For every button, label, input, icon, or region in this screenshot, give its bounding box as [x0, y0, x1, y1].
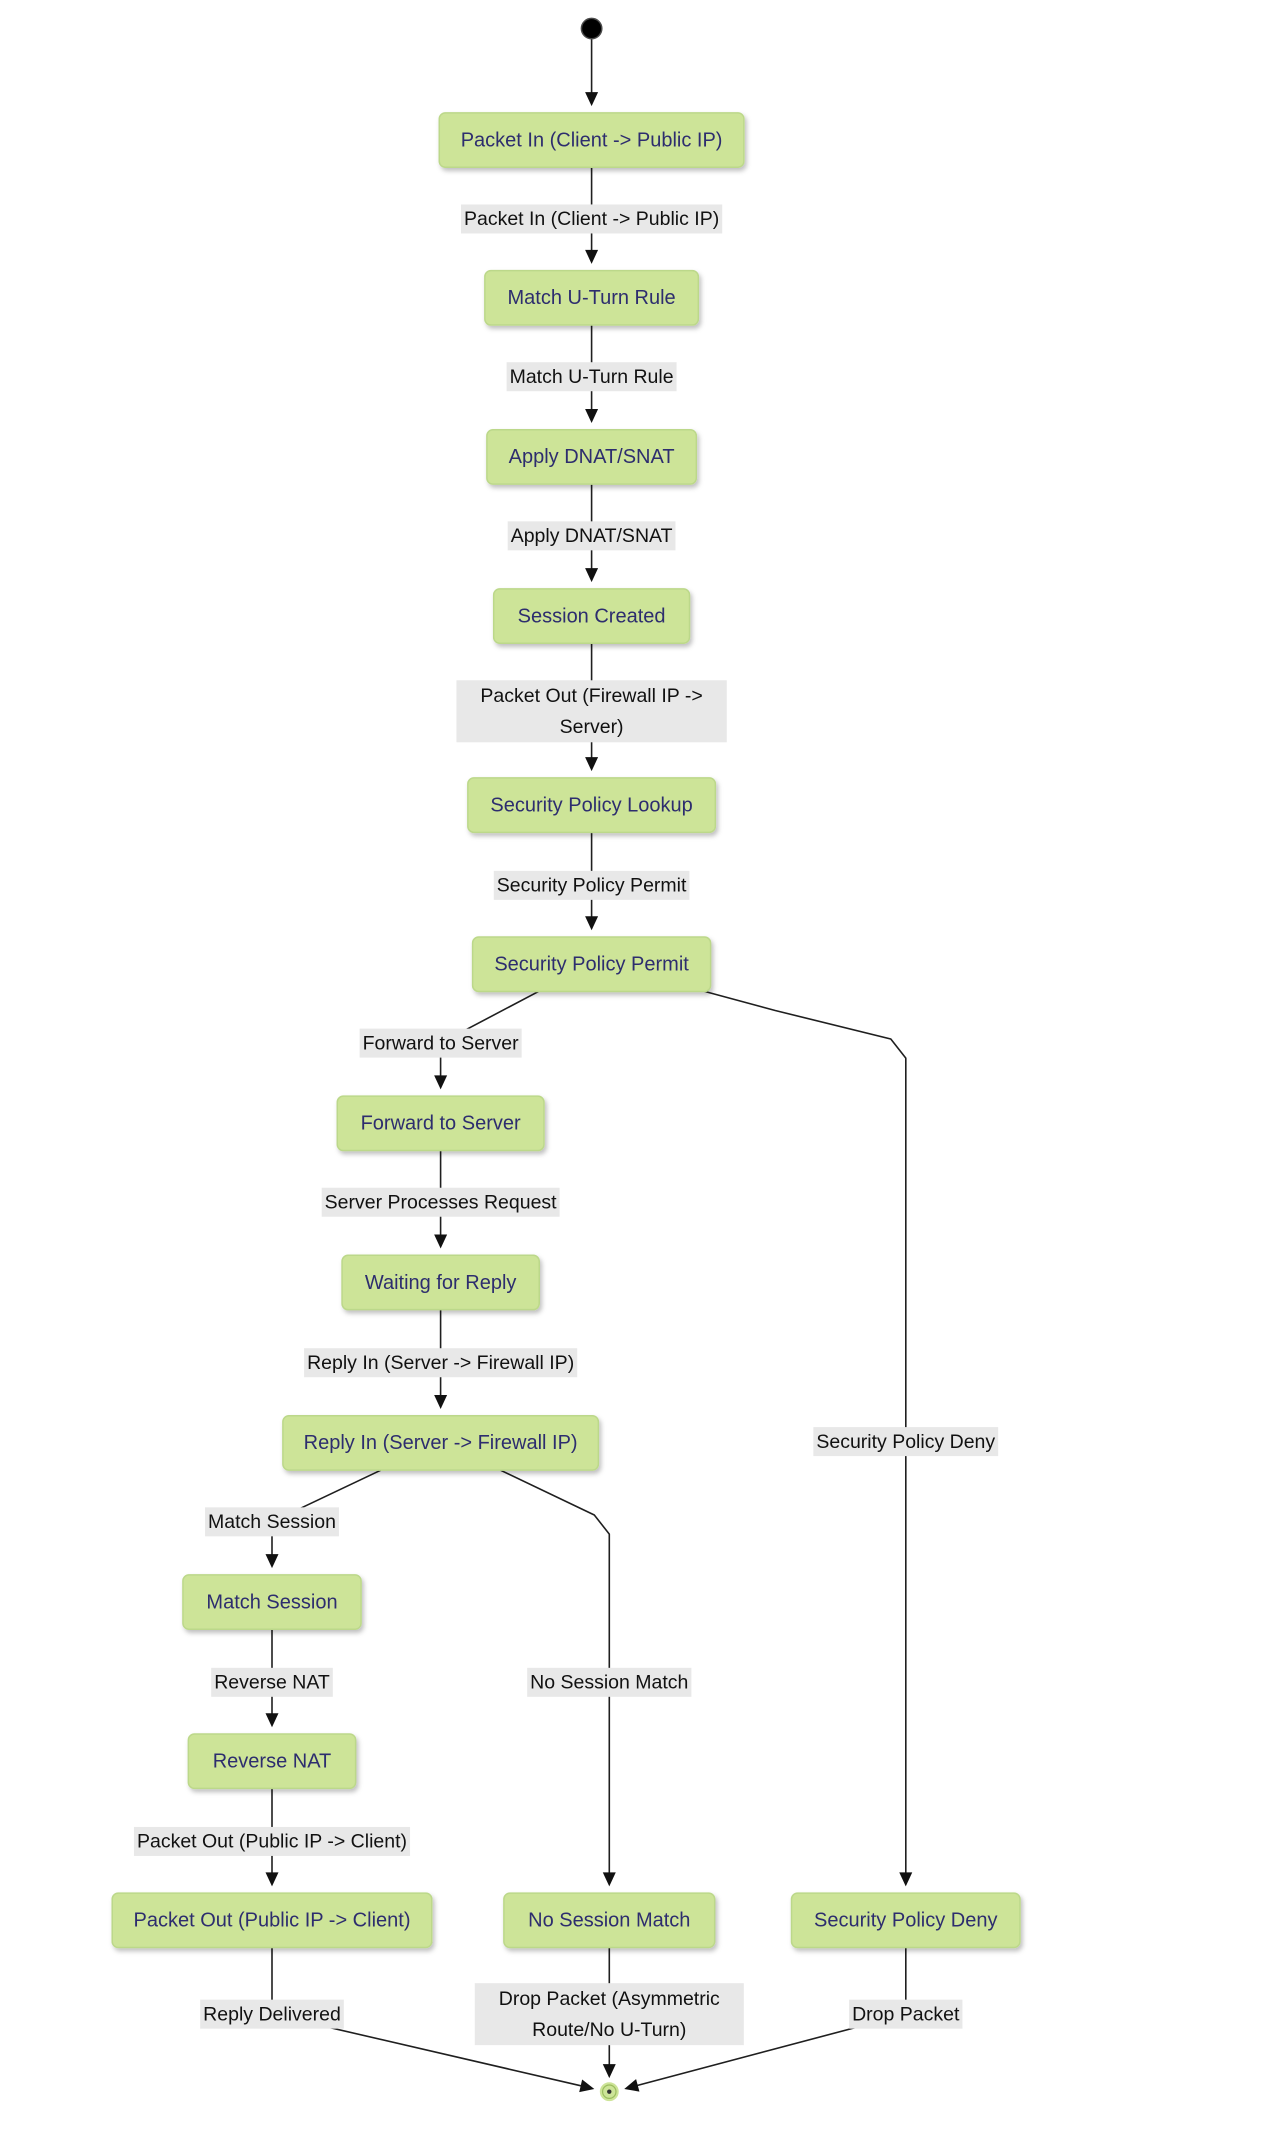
- state-label: Apply DNAT/SNAT: [509, 446, 675, 468]
- transition-label: No Session Match: [527, 1667, 692, 1697]
- state-policy-permit: Security Policy Permit: [471, 936, 712, 993]
- arrow-head-icon: [602, 1872, 616, 1887]
- arrow-head-icon: [265, 1872, 279, 1887]
- transition-label: Packet In (Client -> Public IP): [460, 204, 723, 234]
- arrow-head-icon: [585, 92, 599, 107]
- transition-label-text: Packet Out (Firewall IP ->: [480, 685, 702, 707]
- arrow-head-icon: [899, 1872, 913, 1887]
- transition-label-text: Apply DNAT/SNAT: [511, 525, 673, 547]
- transition-label-text: Forward to Server: [363, 1032, 520, 1054]
- transition-line: [500, 1469, 611, 1877]
- transition-label-text: No Session Match: [530, 1671, 688, 1693]
- arrow-head-icon: [585, 757, 599, 772]
- arrow-head-icon: [434, 1075, 448, 1090]
- state-policy-deny: Security Policy Deny: [790, 1892, 1021, 1949]
- states: Packet In (Client -> Public IP) Match U-T…: [111, 17, 1021, 2103]
- transition-label: Match Session: [205, 1507, 339, 1537]
- transition-label: Security Policy Deny: [813, 1427, 999, 1457]
- transition-label-text: Drop Packet (Asymmetric: [499, 1988, 720, 2010]
- transition-labels: Packet In (Client -> Public IP) Match U-T…: [133, 204, 999, 2046]
- state-no-session: No Session Match: [503, 1892, 716, 1949]
- end-state-icon: [598, 2080, 621, 2103]
- state-packet-in: Packet In (Client -> Public IP): [438, 112, 745, 169]
- transition-label-text: Match U-Turn Rule: [510, 366, 674, 388]
- arrow-head-icon: [585, 408, 599, 423]
- state-label: Forward to Server: [361, 1113, 521, 1135]
- transition-label-text: Reverse NAT: [214, 1671, 330, 1693]
- transition-policy_permit-to-policy_deny: [704, 990, 913, 1887]
- state-match-uturn: Match U-Turn Rule: [484, 269, 700, 326]
- arrow-head-icon: [624, 2079, 640, 2092]
- arrow-head-icon: [585, 568, 599, 583]
- transition-label-text: Match Session: [208, 1511, 336, 1533]
- state-label: Security Policy Deny: [814, 1910, 997, 1932]
- transition-line: [704, 990, 907, 1877]
- arrow-head-icon: [585, 249, 599, 264]
- transition-label-text: Drop Packet: [852, 2003, 960, 2025]
- transition-label: Packet Out (Firewall IP -> Server): [456, 680, 727, 743]
- transition-label: Match U-Turn Rule: [506, 362, 677, 392]
- transition-label: Drop Packet: [849, 1999, 963, 2029]
- start-state-icon: [580, 17, 603, 40]
- state-session-created: Session Created: [492, 588, 691, 645]
- state-label: Security Policy Permit: [494, 954, 689, 976]
- transition-label-text: Server Processes Request: [325, 1191, 558, 1213]
- transition-start-to-packet_in: [585, 39, 599, 107]
- transition-label: Apply DNAT/SNAT: [507, 521, 676, 551]
- state-label: Session Created: [518, 605, 666, 627]
- state-policy-lookup: Security Policy Lookup: [467, 777, 717, 834]
- state-waiting-reply: Waiting for Reply: [341, 1254, 540, 1311]
- transition-label-text: Packet In (Client -> Public IP): [464, 208, 719, 230]
- transition-label-text: Security Policy Deny: [816, 1431, 995, 1453]
- transition-label: Reverse NAT: [211, 1667, 333, 1697]
- transition-label-text: Server): [560, 716, 624, 738]
- transition-label-text: Security Policy Permit: [497, 875, 687, 897]
- state-label: Packet In (Client -> Public IP): [461, 129, 723, 151]
- transitions: [265, 39, 913, 2093]
- arrow-head-icon: [265, 1713, 279, 1728]
- arrow-head-icon: [602, 2064, 616, 2079]
- state-forward-server: Forward to Server: [336, 1095, 545, 1152]
- state-reverse-nat: Reverse NAT: [187, 1733, 357, 1790]
- state-label: Packet Out (Public IP -> Client): [134, 1910, 411, 1932]
- transition-label: Forward to Server: [359, 1028, 522, 1058]
- transition-label: Reply Delivered: [200, 1999, 344, 2029]
- state-label: Match Session: [206, 1591, 337, 1613]
- arrow-head-icon: [434, 1234, 448, 1249]
- state-label: Match U-Turn Rule: [507, 287, 675, 309]
- transition-label: Packet Out (Public IP -> Client): [133, 1826, 411, 1856]
- state-label: No Session Match: [528, 1910, 690, 1932]
- transition-label: Reply In (Server -> Firewall IP): [304, 1348, 578, 1378]
- transition-label-text: Route/No U-Turn): [532, 2019, 686, 2041]
- state-label: Reply In (Server -> Firewall IP): [304, 1432, 578, 1454]
- arrow-head-icon: [579, 2079, 595, 2093]
- state-apply-nat: Apply DNAT/SNAT: [486, 429, 698, 485]
- arrow-head-icon: [585, 916, 599, 931]
- state-label: Security Policy Lookup: [490, 794, 692, 816]
- transition-reply_in-to-no_session: [500, 1469, 616, 1887]
- state-packet-out: Packet Out (Public IP -> Client): [111, 1892, 433, 1949]
- arrow-head-icon: [265, 1554, 279, 1569]
- state-label: Reverse NAT: [213, 1750, 332, 1772]
- arrow-head-icon: [434, 1394, 448, 1409]
- transition-label-text: Reply Delivered: [203, 2003, 341, 2025]
- state-reply-in: Reply In (Server -> Firewall IP): [282, 1415, 600, 1471]
- state-label: Waiting for Reply: [365, 1272, 517, 1294]
- transition-label: Security Policy Permit: [493, 870, 690, 900]
- state-match-session: Match Session: [182, 1574, 362, 1631]
- transition-label-text: Reply In (Server -> Firewall IP): [307, 1352, 574, 1374]
- transition-label-text: Packet Out (Public IP -> Client): [137, 1831, 407, 1853]
- transition-label: Server Processes Request: [321, 1187, 560, 1217]
